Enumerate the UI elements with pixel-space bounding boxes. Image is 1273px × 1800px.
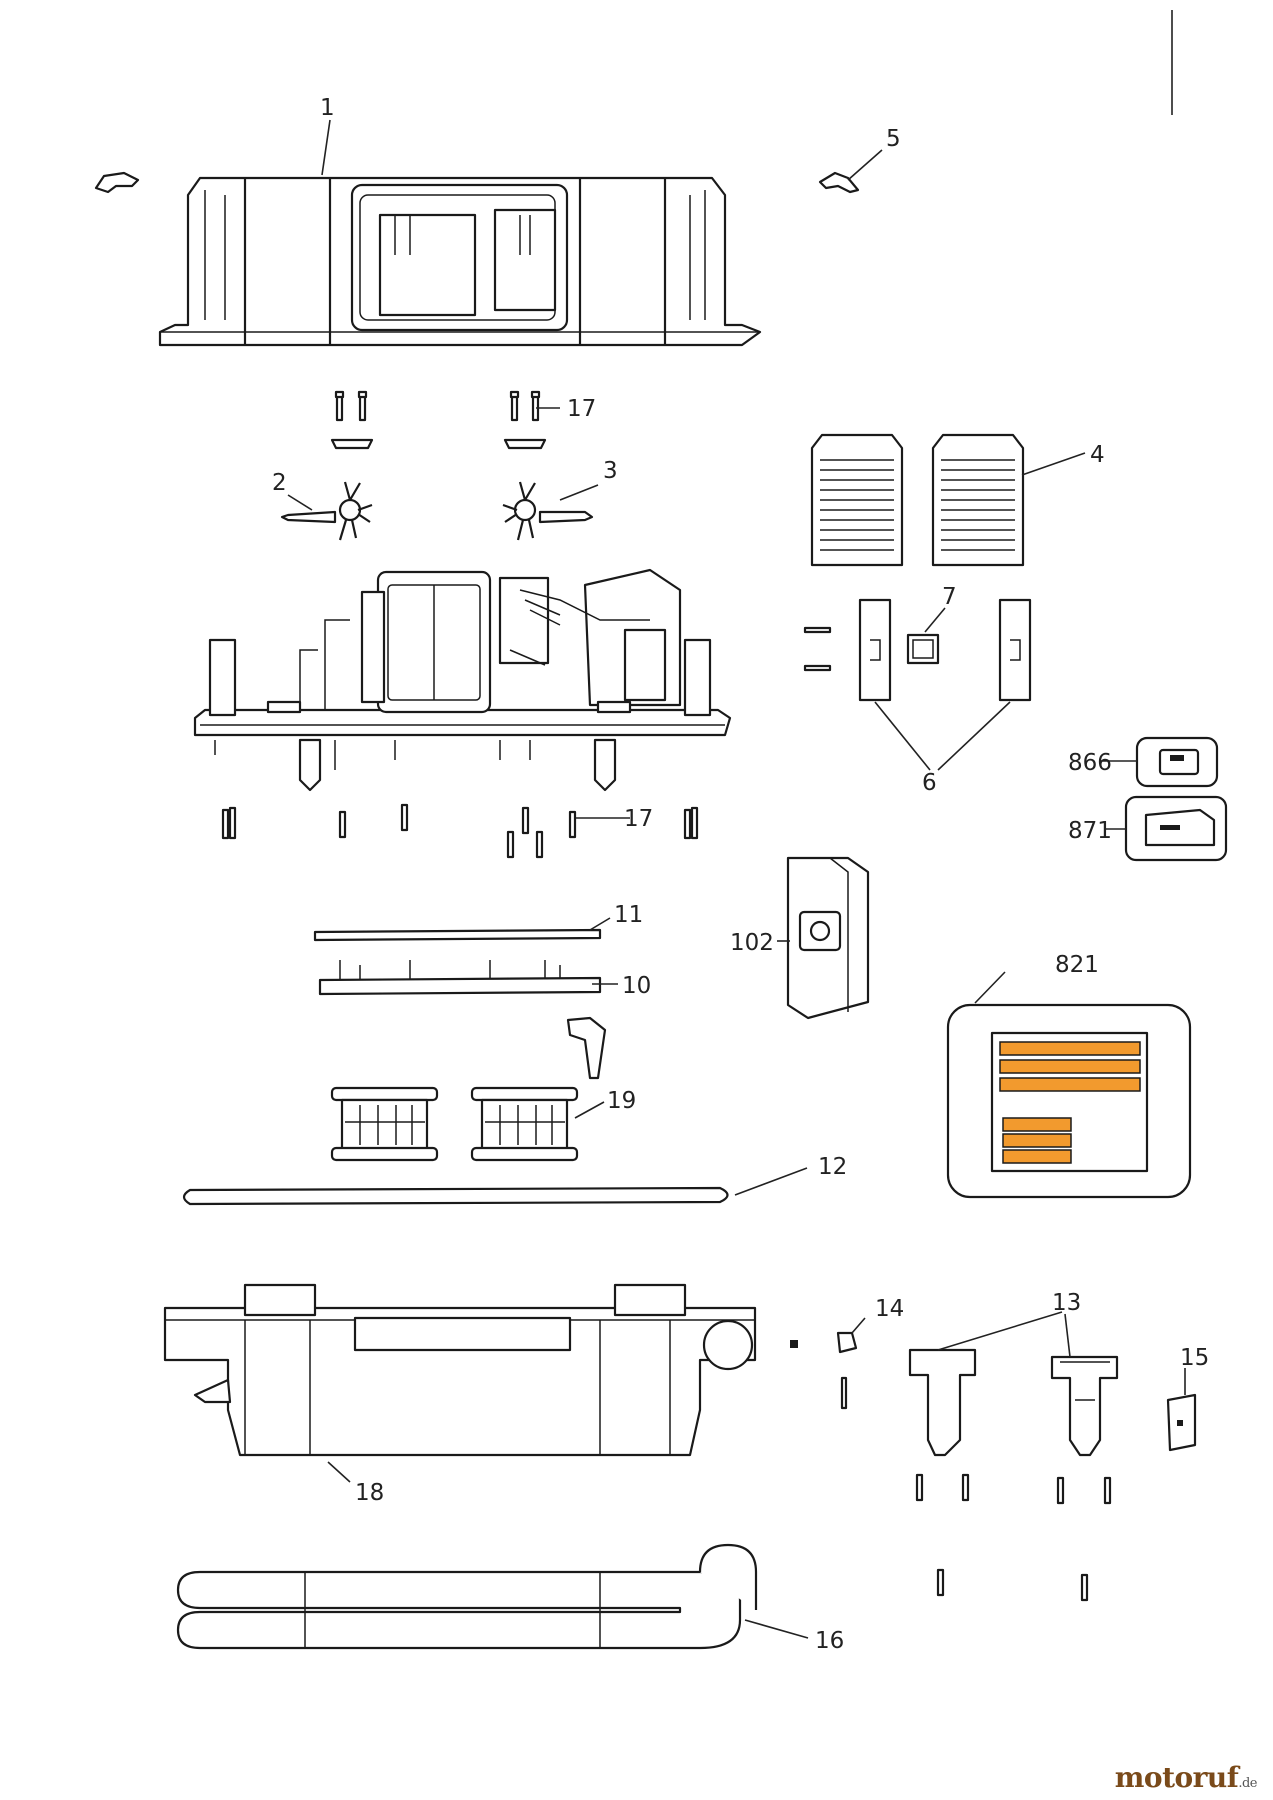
part-866-battery — [1135, 736, 1219, 788]
part-14-connector — [790, 1331, 858, 1410]
part-17-screws-lower — [221, 803, 699, 859]
callout-12: 12 — [818, 1154, 847, 1180]
callout-7: 7 — [942, 584, 957, 610]
part-6-side-brackets — [803, 598, 1032, 702]
part-10-bracket — [318, 960, 602, 996]
part-3-wheel-right — [502, 481, 594, 541]
part-18-lower-housing — [163, 1283, 757, 1457]
callout-2: 2 — [272, 470, 287, 496]
label-bar — [999, 1077, 1141, 1092]
callout-15: 15 — [1180, 1345, 1209, 1371]
part-102-bag — [786, 856, 870, 1020]
callout-19: 19 — [607, 1088, 636, 1114]
callout-866: 866 — [1068, 750, 1112, 776]
callout-102: 102 — [730, 930, 774, 956]
callout-6: 6 — [922, 770, 937, 796]
callout-11: 11 — [614, 902, 643, 928]
callout-871: 871 — [1068, 818, 1112, 844]
label-bar — [1002, 1149, 1072, 1164]
callout-labels: 1 2 3 4 5 6 7 10 11 12 13 14 15 16 17 17… — [272, 95, 1209, 1654]
label-bar — [1002, 1117, 1072, 1132]
callout-14: 14 — [875, 1296, 904, 1322]
part-4-covers — [810, 433, 1025, 567]
part-821-label-sheet — [946, 1003, 1192, 1199]
label-bar — [999, 1059, 1141, 1074]
part-17-screws-upper — [330, 390, 547, 450]
brand-name: motoruf — [1114, 1761, 1239, 1794]
part-1-top-cover — [158, 176, 762, 347]
part-main-chassis — [193, 568, 732, 792]
part-5-clip-left — [94, 171, 140, 194]
callout-18: 18 — [355, 1480, 384, 1506]
callout-17-lower: 17 — [624, 806, 653, 832]
part-15-switch — [1166, 1393, 1197, 1452]
part-871-charger — [1124, 795, 1228, 862]
callout-4: 4 — [1090, 442, 1105, 468]
callout-5: 5 — [886, 126, 901, 152]
part-2-wheel-left — [280, 481, 373, 541]
part-19-reels — [330, 1016, 607, 1162]
callout-13: 13 — [1052, 1290, 1081, 1316]
callout-821: 821 — [1055, 952, 1099, 978]
callout-10: 10 — [622, 973, 651, 999]
part-12-strip — [182, 1186, 729, 1206]
part-5-clip-right — [818, 171, 860, 194]
part-16-tube — [176, 1543, 758, 1650]
callout-16: 16 — [815, 1628, 844, 1654]
callout-3: 3 — [603, 458, 618, 484]
callout-1: 1 — [320, 95, 335, 121]
part-11-plate — [313, 928, 602, 942]
label-bar — [1002, 1133, 1072, 1148]
label-bar — [999, 1041, 1141, 1056]
part-13-brackets — [908, 1348, 1119, 1602]
brand-logo[interactable]: motoruf.de — [1114, 1761, 1258, 1794]
brand-tld: .de — [1238, 1776, 1257, 1791]
callout-17-upper: 17 — [567, 396, 596, 422]
leader-lines — [287, 119, 1186, 1639]
part-7-button — [906, 633, 940, 665]
